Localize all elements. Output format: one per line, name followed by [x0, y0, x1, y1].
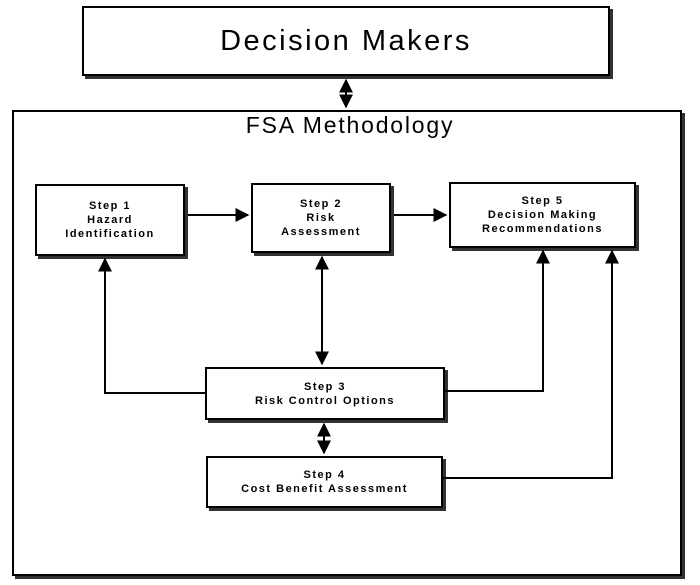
step5-line-3: Recommendations [482, 223, 603, 235]
step2-line-3: Assessment [281, 226, 361, 238]
fsa-methodology-frame [12, 110, 682, 576]
step5-line-2: Decision Making [487, 209, 598, 221]
step2-box: Step 2 Risk Assessment [251, 183, 391, 253]
step5-box: Step 5 Decision Making Recommendations [449, 182, 636, 248]
decision-makers-label: Decision Makers [220, 24, 472, 57]
step4-line-2: Cost Benefit Assessment [241, 483, 408, 495]
step4-box: Step 4 Cost Benefit Assessment [206, 456, 443, 508]
arrow-step4-step5 [443, 249, 619, 479]
arrow-step3-step5 [445, 249, 550, 392]
step1-line-3: Identification [65, 228, 155, 240]
step5-line-1: Step 5 [521, 195, 564, 207]
decision-makers-box: Decision Makers [82, 6, 610, 76]
step2-line-1: Step 2 [299, 198, 342, 210]
step3-line-1: Step 3 [303, 380, 346, 393]
step1-line-2: Hazard [87, 214, 133, 226]
step3-line-2: Risk Control Options [255, 394, 395, 407]
step3-box: Step 3 Risk Control Options [205, 367, 445, 420]
arrow-step3-step1 [98, 257, 205, 394]
fsa-methodology-title: FSA Methodology [245, 112, 455, 138]
step1-box: Step 1 Hazard Identification [35, 184, 185, 256]
step4-line-1: Step 4 [303, 469, 346, 481]
step1-line-1: Step 1 [88, 200, 131, 212]
step2-line-2: Risk [306, 212, 336, 224]
